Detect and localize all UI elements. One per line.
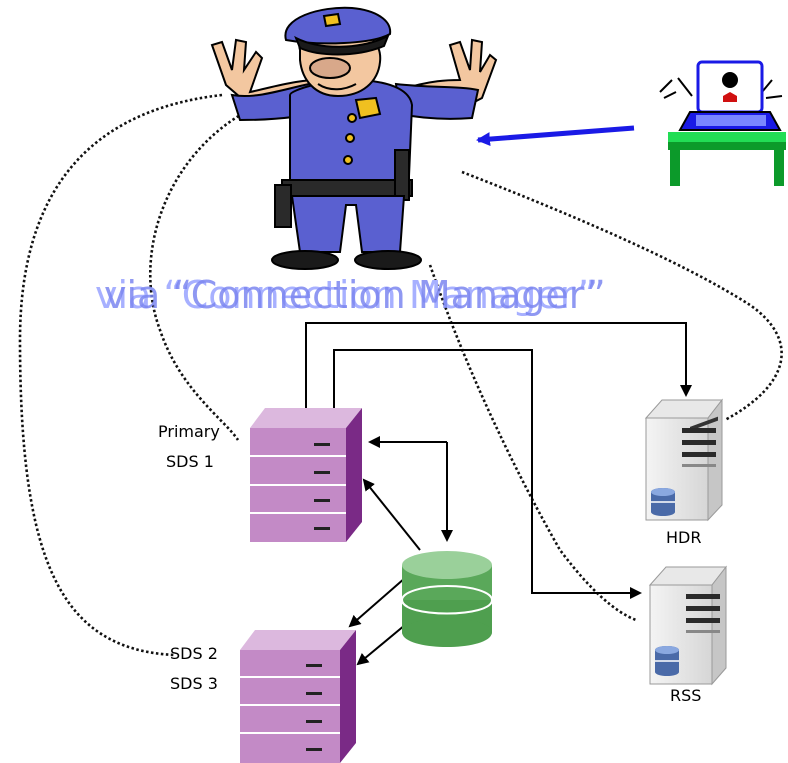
client-to-manager-arrow xyxy=(476,125,635,147)
replication-arrows xyxy=(305,322,692,666)
label-hdr: HDR xyxy=(666,528,701,547)
title-shadow: via “Connection Manager” xyxy=(95,273,597,317)
disk-to-sds-arrow-2 xyxy=(356,624,406,666)
sds-server-icon xyxy=(240,630,356,763)
disk-to-primary-arrow xyxy=(362,478,421,551)
rss-server-icon xyxy=(648,565,728,686)
primary-server-icon xyxy=(250,408,362,542)
disk-to-sds-arrow-1 xyxy=(348,577,406,628)
label-sds3: SDS 3 xyxy=(170,674,218,693)
title-group: via “Connection Manager” via “Connection… xyxy=(95,273,606,317)
label-sds1: SDS 1 xyxy=(166,452,214,471)
hdr-server-icon xyxy=(644,398,724,522)
cm-link-primary xyxy=(148,98,271,441)
label-sds2: SDS 2 xyxy=(170,644,218,663)
cm-link-sds2 xyxy=(18,93,223,657)
policeman-icon xyxy=(210,6,498,270)
label-rss: RSS xyxy=(670,686,701,705)
shared-disk-icon xyxy=(401,551,493,647)
primary-to-rss-arrow xyxy=(333,349,642,599)
cm-link-hdr xyxy=(461,170,783,422)
cm-links xyxy=(18,93,783,657)
primary-to-hdr-arrow xyxy=(305,322,692,410)
title-text: via “Connection Manager” xyxy=(104,273,606,317)
computer-user-icon xyxy=(659,60,786,186)
cm-link-rss xyxy=(428,264,637,622)
label-primary: Primary xyxy=(158,422,220,441)
